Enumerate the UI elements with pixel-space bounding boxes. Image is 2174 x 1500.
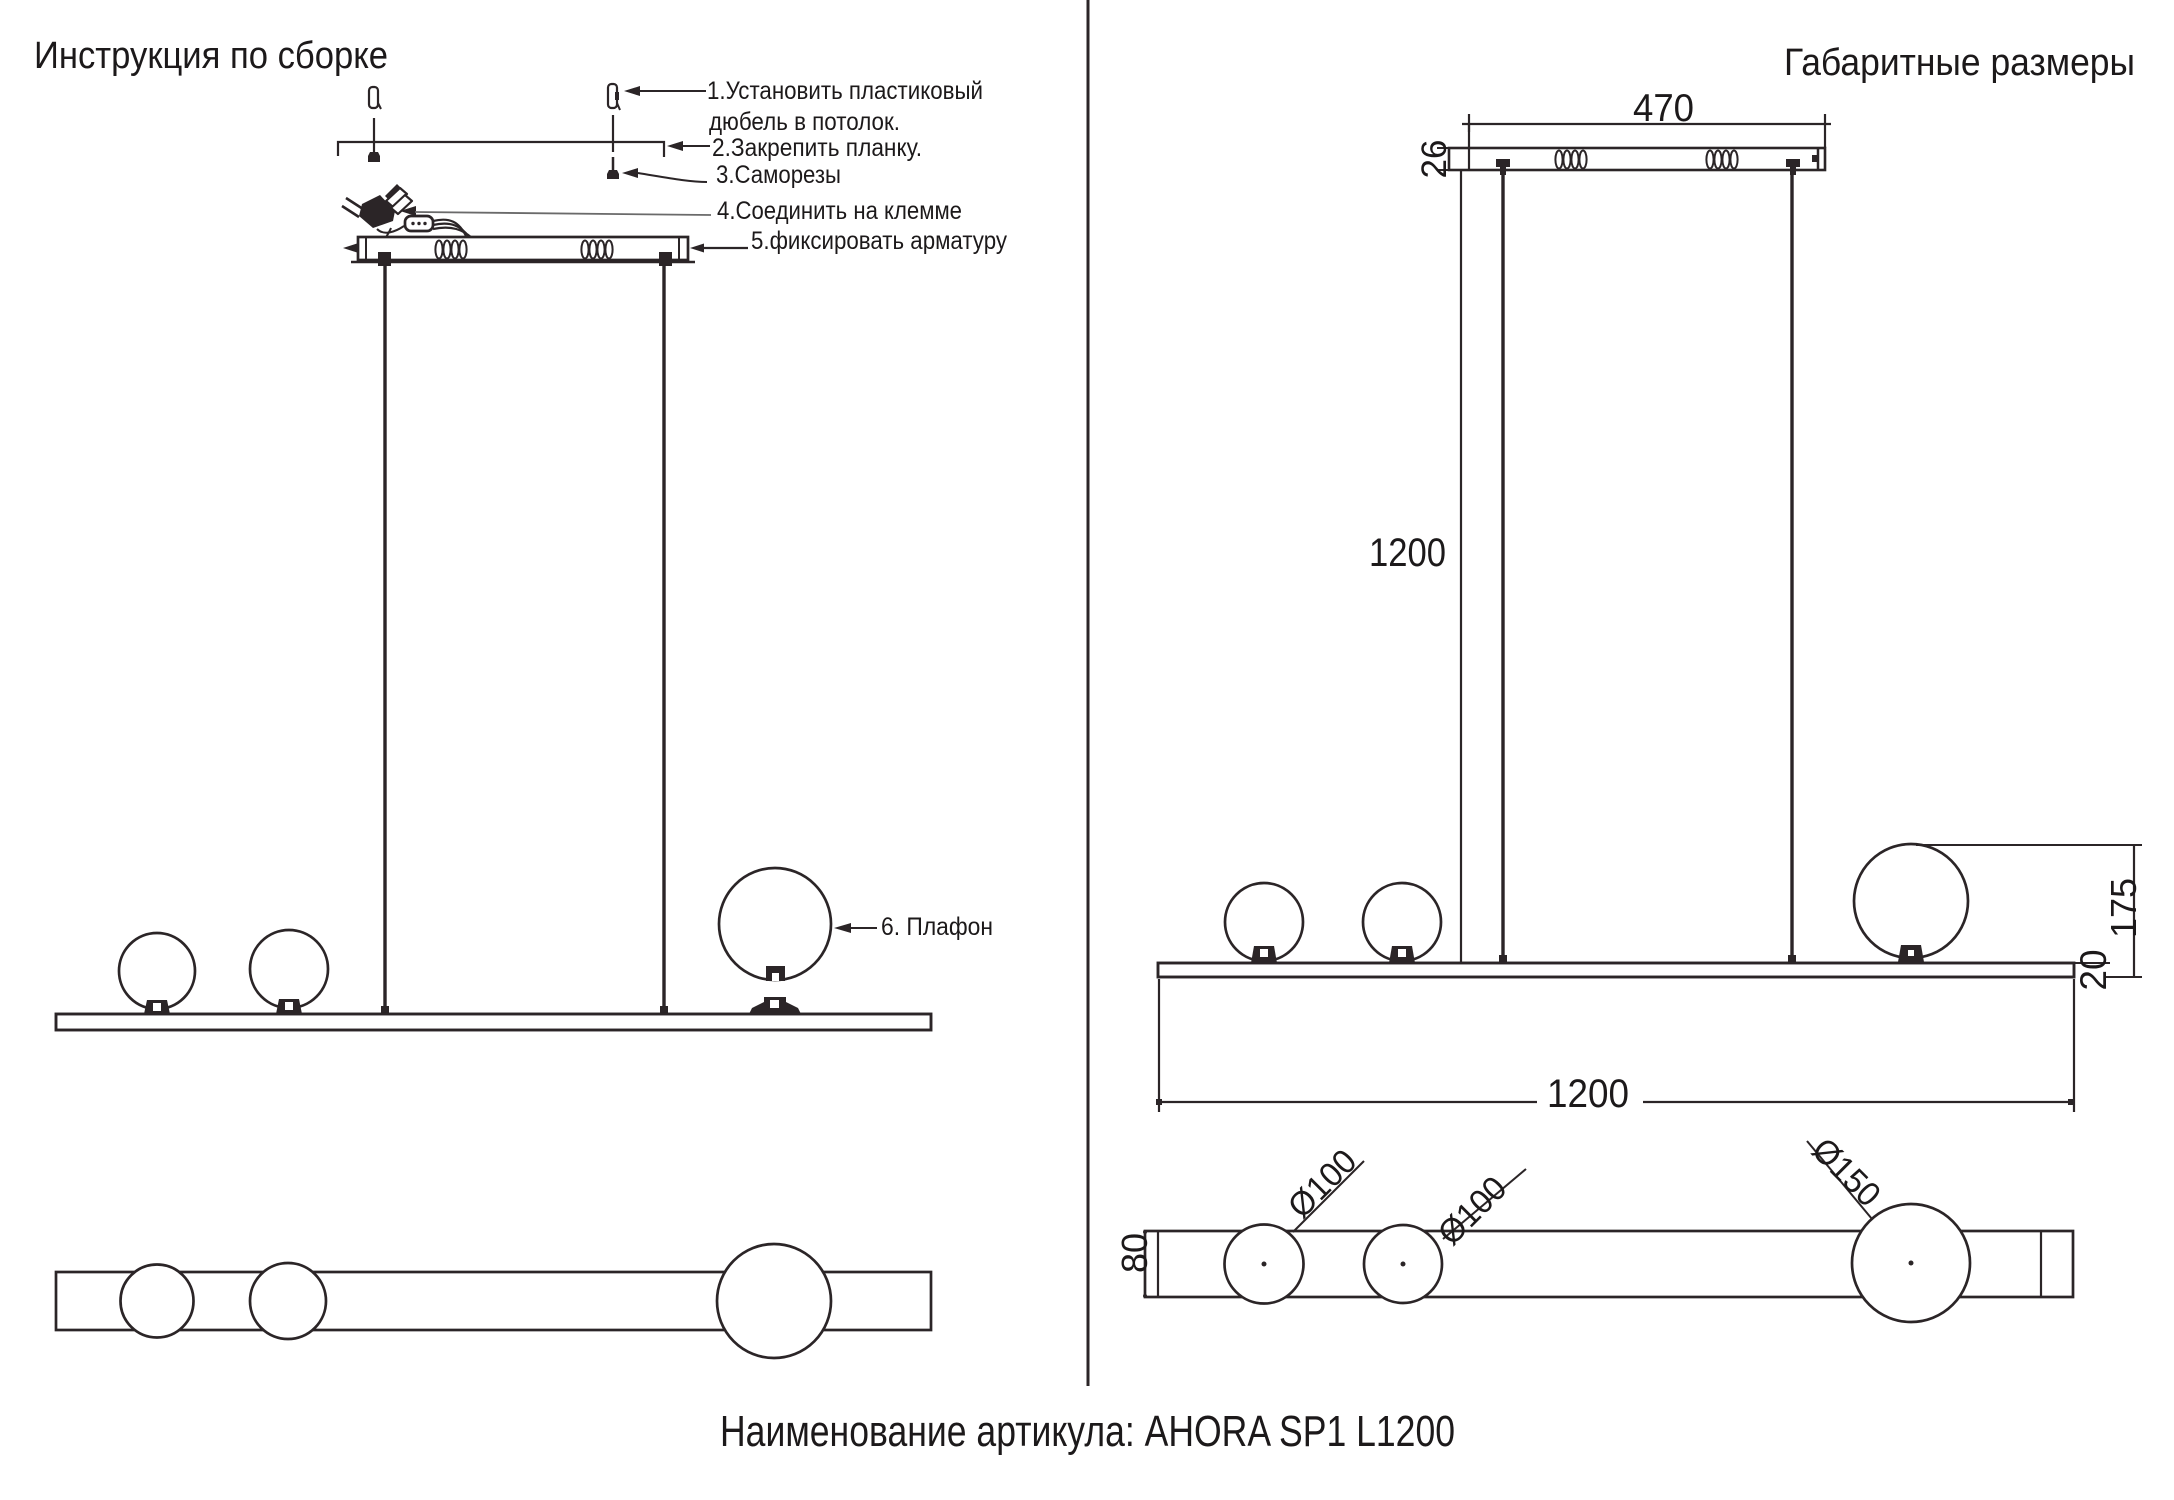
svg-text:дюбель в потолок.: дюбель в потолок.: [709, 108, 900, 136]
svg-text:5.фиксировать арматуру: 5.фиксировать арматуру: [751, 227, 1007, 255]
svg-text:1200: 1200: [1369, 531, 1446, 575]
svg-text:2.Закрепить планку.: 2.Закрепить планку.: [712, 134, 922, 162]
svg-text:1200: 1200: [1547, 1072, 1629, 1116]
svg-text:3.Саморезы: 3.Саморезы: [716, 161, 841, 189]
svg-text:80: 80: [1114, 1233, 1155, 1273]
svg-text:175: 175: [2103, 878, 2144, 938]
svg-text:1.Установить пластиковый: 1.Установить пластиковый: [707, 77, 983, 105]
svg-text:Наименование артикула: AHORA S: Наименование артикула: AHORA SP1 L1200: [720, 1407, 1455, 1456]
svg-text:26: 26: [1415, 140, 1454, 179]
svg-text:20: 20: [2073, 949, 2114, 990]
svg-text:6. Плафон: 6. Плафон: [881, 913, 993, 941]
svg-text:470: 470: [1633, 87, 1694, 130]
svg-text:Инструкция по сборке: Инструкция по сборке: [34, 35, 388, 77]
svg-text:4.Соединить на клемме: 4.Соединить на клемме: [717, 197, 962, 225]
svg-text:Габаритные размеры: Габаритные размеры: [1784, 42, 2135, 84]
